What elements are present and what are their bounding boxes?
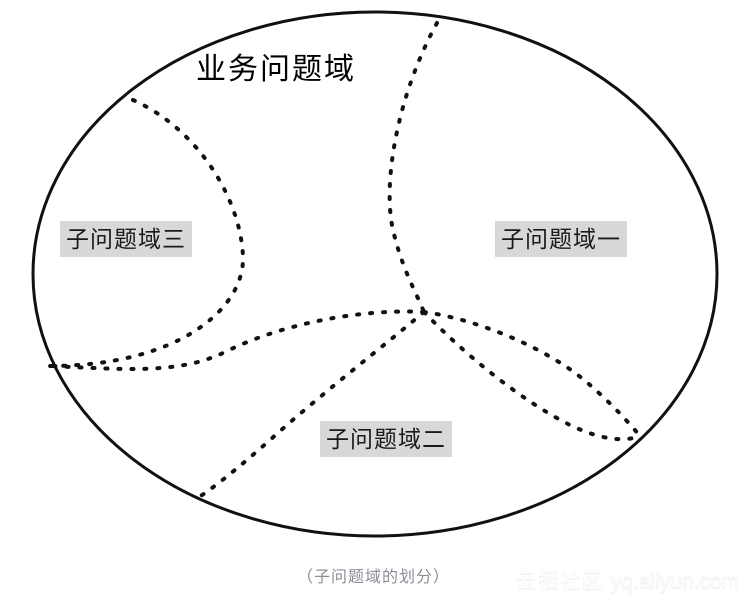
- region-label-three: 子问题域三: [60, 221, 192, 257]
- diagram-title: 业务问题域: [196, 53, 356, 86]
- business-problem-domain-boundary: [31, 10, 719, 538]
- divider-bottom-left: [194, 310, 426, 501]
- divider-right: [422, 310, 642, 438]
- divider-left: [48, 309, 426, 371]
- region-label-one: 子问题域一: [495, 221, 627, 257]
- figure-caption: （子问题域的划分）: [296, 569, 450, 586]
- region-label-two: 子问题域二: [320, 421, 452, 457]
- divider-bottom-right: [422, 310, 642, 442]
- divider-top: [387, 21, 439, 314]
- divider-upper-left-arc: [48, 98, 246, 368]
